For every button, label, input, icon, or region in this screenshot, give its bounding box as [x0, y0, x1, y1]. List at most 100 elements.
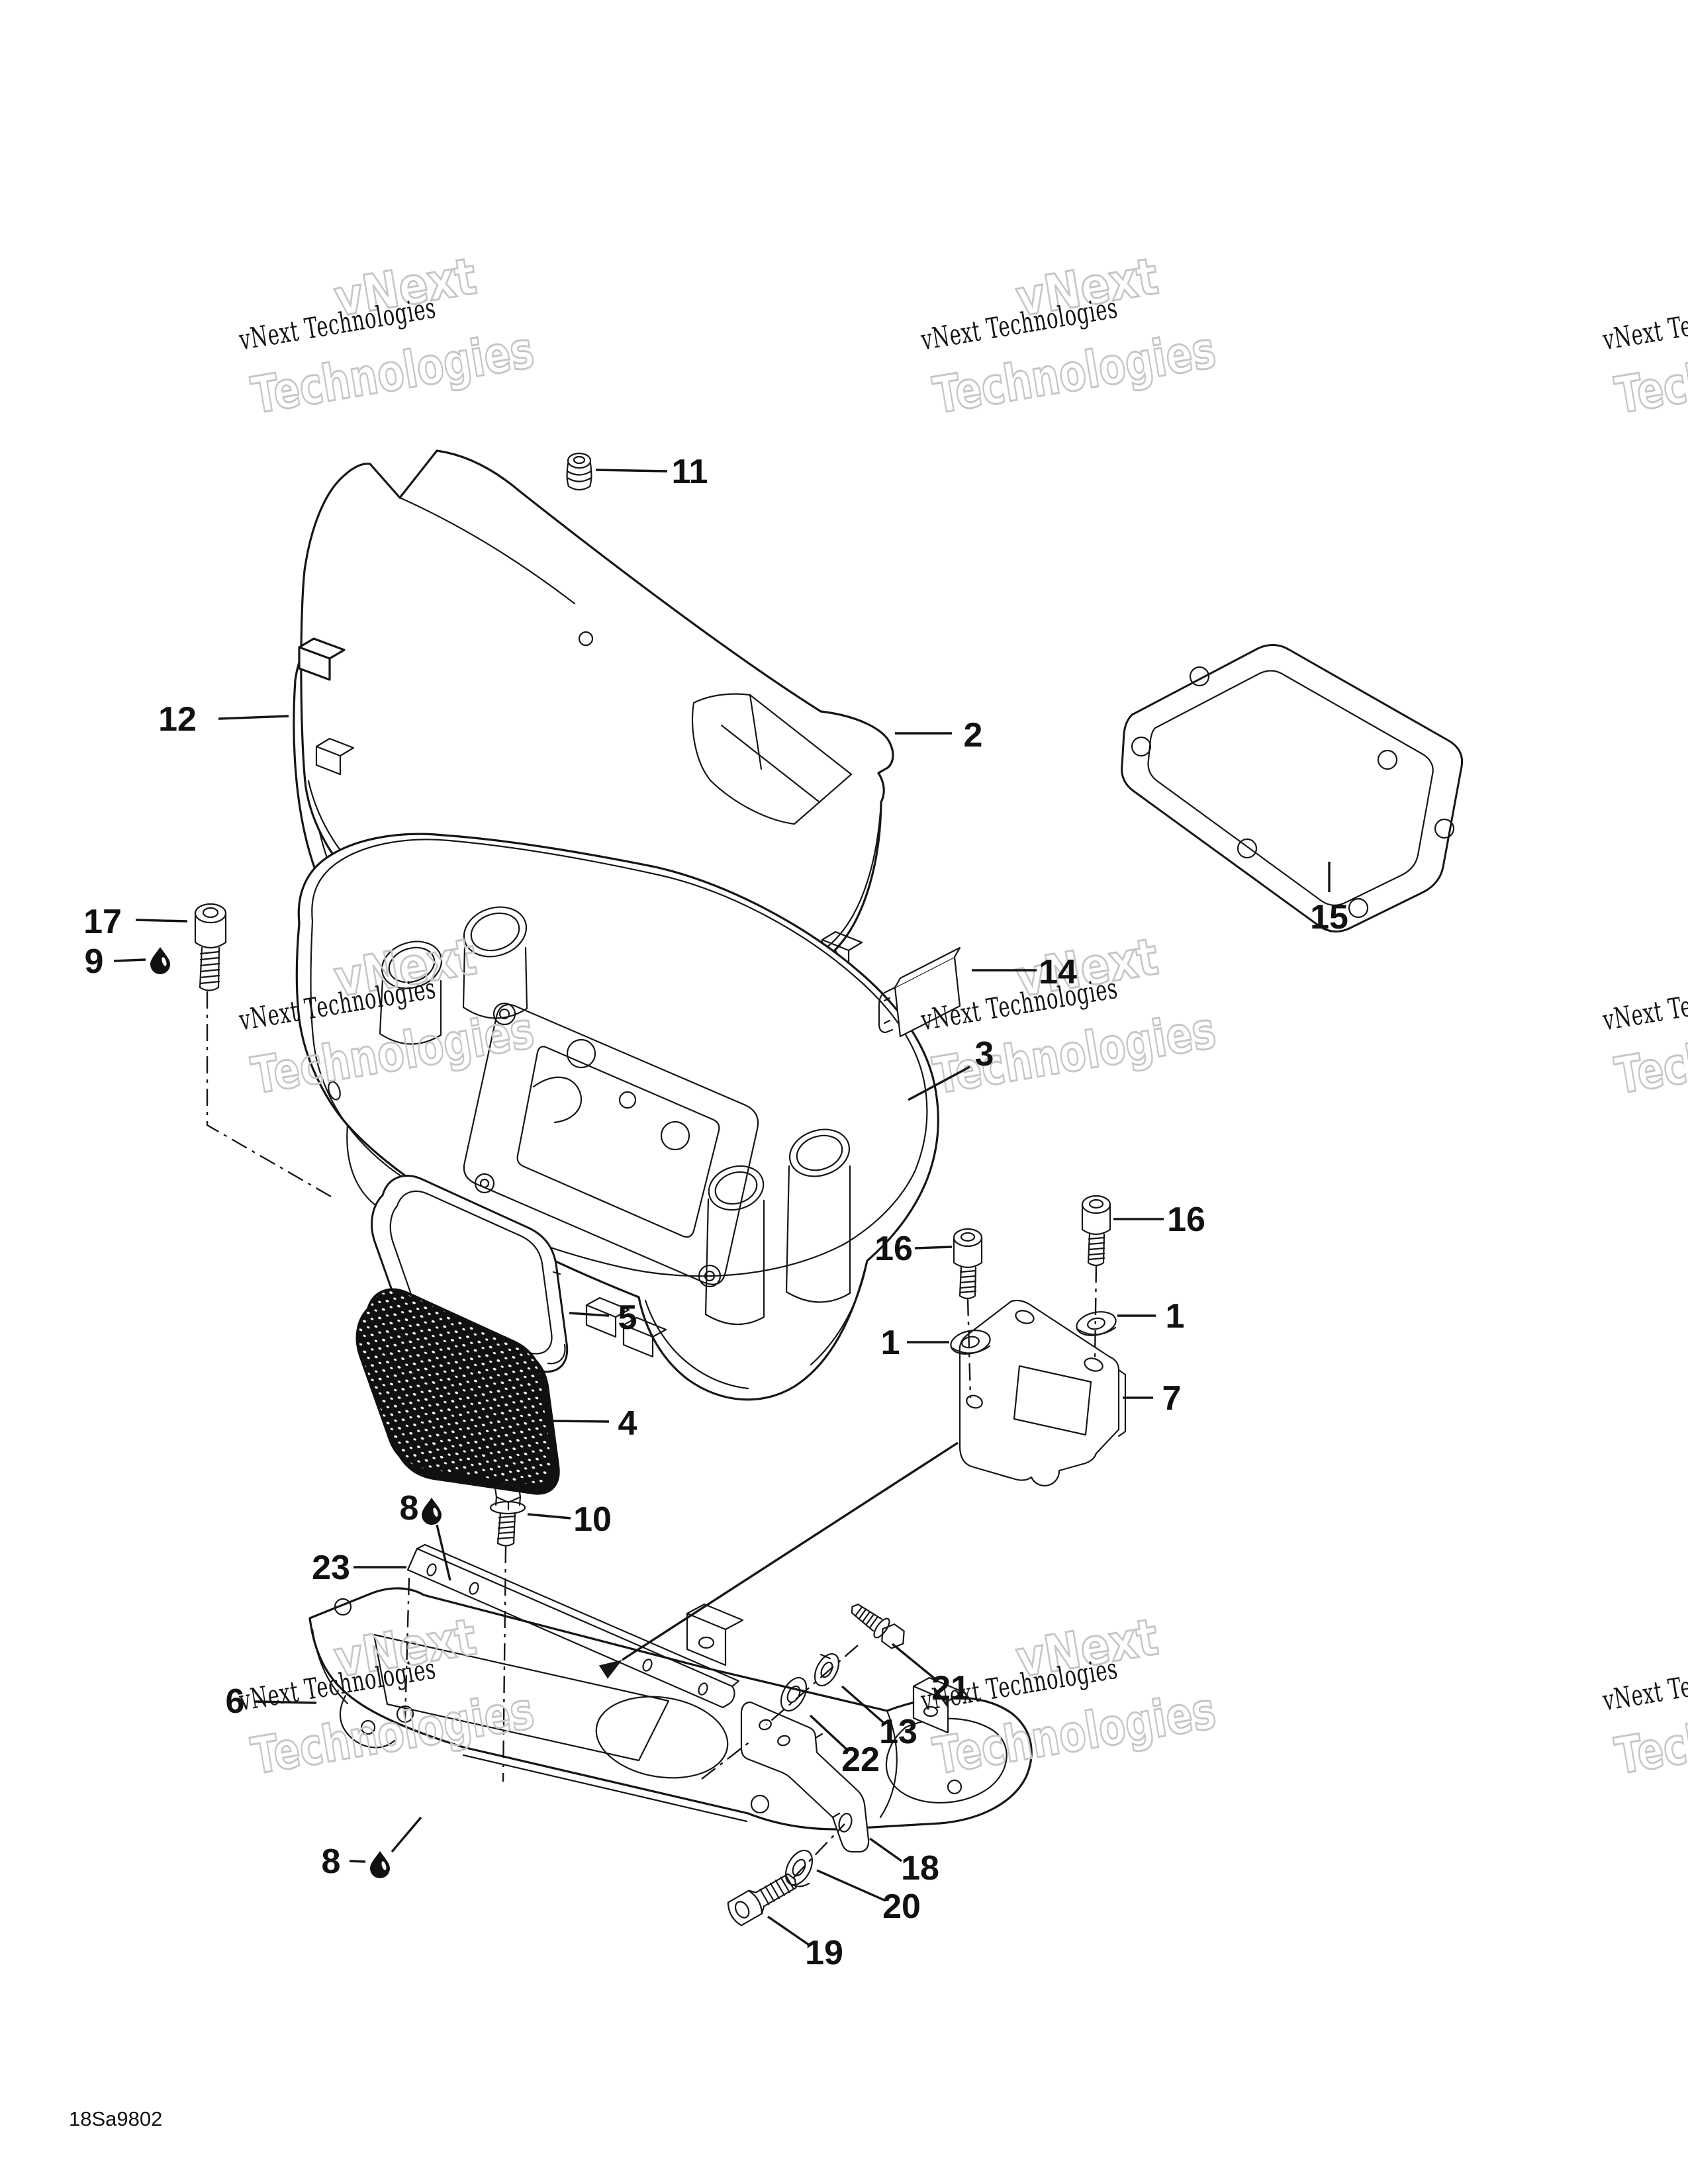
- callout-1: 1: [1117, 1297, 1184, 1336]
- callout-11: 11: [595, 453, 708, 491]
- part-11-grommet: [566, 452, 592, 491]
- leader-line: [569, 1312, 610, 1317]
- part-6-base: [308, 1587, 1033, 1831]
- callout-3: 3: [908, 1035, 994, 1101]
- callout-13: 13: [841, 1685, 917, 1751]
- leader-line: [869, 1837, 902, 1862]
- arrowhead: [598, 1660, 622, 1679]
- callout-number: 10: [573, 1500, 612, 1539]
- part-14-clip: [878, 946, 961, 1038]
- callout-7: 7: [1123, 1379, 1181, 1418]
- leader-line: [349, 1860, 366, 1863]
- lubricant-droplet-icon: [370, 1851, 390, 1878]
- part-23-strip: [406, 1543, 740, 1709]
- callout-number: 6: [226, 1682, 245, 1721]
- part-4-filter: [355, 1288, 560, 1495]
- callout-number: 3: [975, 1035, 994, 1073]
- callout-number: 11: [672, 453, 708, 491]
- leader-line: [135, 919, 188, 923]
- part-17-screw: [194, 903, 227, 991]
- callout-number: 16: [1167, 1201, 1205, 1239]
- part-19-screw: [727, 1873, 797, 1927]
- callout-4: 4: [550, 1404, 637, 1443]
- part-21-bolt: [851, 1604, 905, 1649]
- part-20-washer: [784, 1849, 814, 1888]
- callout-16: 16: [874, 1230, 953, 1268]
- callout-number: 13: [879, 1713, 917, 1751]
- leader-line: [891, 1643, 937, 1681]
- assembly-arrow: [598, 1441, 959, 1679]
- callout-5: 5: [569, 1298, 637, 1337]
- lubricant-droplet-icon: [150, 947, 170, 974]
- callout-14: 14: [972, 953, 1077, 991]
- assembly-axes: [206, 991, 1098, 1879]
- callout-15: 15: [1310, 862, 1348, 936]
- leader-line: [391, 1816, 422, 1853]
- callout-22: 22: [809, 1714, 880, 1779]
- callout-number: 14: [1039, 953, 1077, 991]
- part-16-screw-left: [953, 1228, 983, 1300]
- lubricant-droplet-icon: [422, 1498, 442, 1525]
- callout-10: 10: [527, 1500, 612, 1539]
- callout-number: 15: [1310, 898, 1348, 936]
- leader-line: [113, 958, 146, 962]
- callout-number: 23: [312, 1549, 350, 1587]
- watermark-text-tile: vNext Technologies: [1600, 972, 1688, 1038]
- callout-number: 12: [158, 700, 197, 739]
- callout-18: 18: [869, 1837, 939, 1888]
- callout-number: 20: [882, 1888, 921, 1926]
- part-16-screw-right: [1081, 1195, 1111, 1267]
- svg-text:vNext Technologies: vNext Technologies: [1600, 972, 1688, 1038]
- callout-number: 17: [83, 903, 122, 941]
- callout-number: 1: [881, 1324, 900, 1362]
- callout-number: 8: [400, 1489, 419, 1527]
- part-10-bolt: [489, 1481, 526, 1547]
- callout-number: 4: [618, 1404, 637, 1443]
- part-18-bracket: [740, 1701, 870, 1853]
- callout-number: 21: [931, 1669, 970, 1707]
- callout-8: 8: [400, 1489, 451, 1581]
- callout-number: 19: [805, 1934, 843, 1972]
- callout-16: 16: [1113, 1201, 1205, 1239]
- part-13-lock-washer: [814, 1653, 840, 1687]
- svg-text:vNext Technologies: vNext Technologies: [1600, 1653, 1688, 1718]
- callout-12: 12: [158, 700, 289, 739]
- leader-line: [816, 1869, 886, 1902]
- callout-19: 19: [767, 1915, 843, 1972]
- callout-number: 2: [964, 716, 983, 754]
- callout-23: 23: [312, 1549, 406, 1587]
- callout-number: 7: [1162, 1379, 1182, 1418]
- leader-line: [254, 1700, 317, 1704]
- part-7-bracket: [959, 1299, 1127, 1486]
- leader-line: [436, 1524, 451, 1581]
- leader-line: [914, 1246, 953, 1250]
- leader-line: [218, 715, 289, 720]
- callout-number: 9: [85, 942, 104, 981]
- leader-line: [595, 469, 668, 473]
- callout-9: 9: [85, 942, 170, 981]
- leader-line: [767, 1915, 811, 1947]
- svg-text:vNext Technologies: vNext Technologies: [1600, 292, 1688, 357]
- watermark-text-tile: vNext Technologies: [1600, 292, 1688, 357]
- callout-21: 21: [891, 1643, 970, 1707]
- callout-1: 1: [881, 1324, 949, 1362]
- part-3-housing-body: [295, 833, 939, 1401]
- leader-line: [809, 1714, 850, 1752]
- callout-6: 6: [226, 1682, 317, 1721]
- leader-line: [527, 1513, 571, 1520]
- callout-number: 18: [901, 1849, 939, 1888]
- part-15-gasket: [1121, 644, 1464, 933]
- callout-number: 1: [1166, 1297, 1185, 1336]
- callout-20: 20: [816, 1869, 921, 1926]
- callout-8: 8: [322, 1816, 422, 1881]
- leader-line: [841, 1685, 886, 1725]
- callout-number: 8: [322, 1843, 341, 1881]
- callout-2: 2: [895, 716, 982, 754]
- callout-number: 5: [618, 1298, 637, 1337]
- leader-line: [550, 1420, 610, 1423]
- callout-17: 17: [83, 903, 188, 941]
- part-1-washer-right: [1076, 1311, 1117, 1336]
